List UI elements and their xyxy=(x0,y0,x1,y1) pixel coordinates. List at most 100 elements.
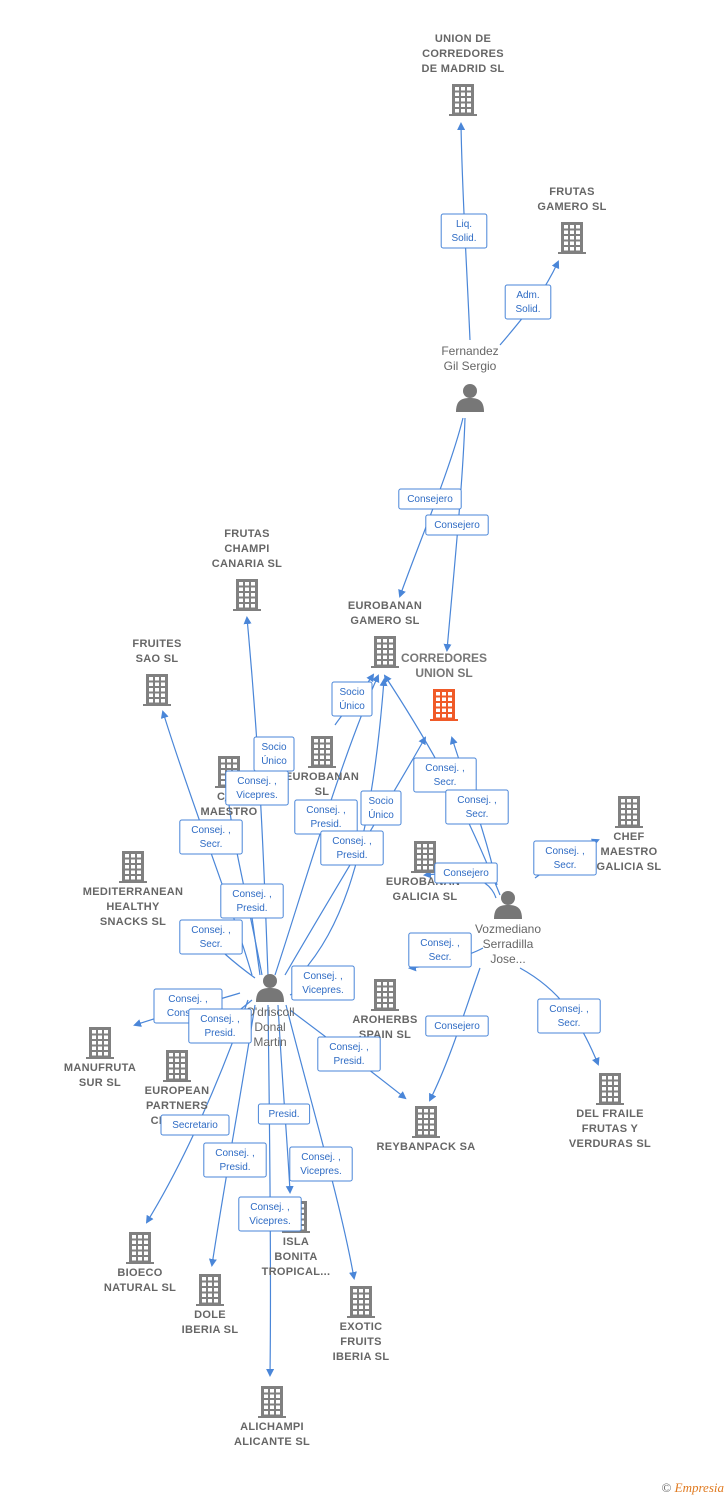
relation-label-text: Consej. , xyxy=(303,971,342,982)
building-window xyxy=(326,744,330,748)
building-window xyxy=(383,1004,387,1008)
building-window xyxy=(461,98,465,102)
building-window xyxy=(461,109,465,113)
node-label: MANUFRUTA xyxy=(64,1062,136,1074)
building-window xyxy=(423,855,427,859)
relation-label[interactable]: Adm.Solid. xyxy=(504,284,552,320)
relation-label[interactable]: Consejero xyxy=(434,862,498,884)
relation-label-text: Consejero xyxy=(434,1021,480,1032)
person-body xyxy=(456,398,484,412)
building-window xyxy=(383,661,387,665)
relation-label[interactable]: Consej. , Presid. xyxy=(203,1142,267,1178)
building-window xyxy=(614,1087,618,1091)
relation-label[interactable]: Consej. ,Presid. xyxy=(294,799,358,835)
building-window xyxy=(314,750,318,754)
building-window xyxy=(214,1282,218,1286)
building-window xyxy=(239,593,243,597)
relation-label[interactable]: Consejero xyxy=(425,514,489,536)
building-window xyxy=(251,582,255,586)
relation-label[interactable]: Consej. ,Secr. xyxy=(445,789,509,825)
relation-label[interactable]: Consej. ,Vicepres. xyxy=(238,1196,302,1232)
building-icon xyxy=(196,1274,224,1306)
building-window xyxy=(132,1235,136,1239)
company-node[interactable]: EUROBANAN-GALICIA SL xyxy=(386,841,464,903)
relation-label[interactable]: Consej. ,Secr. xyxy=(533,840,597,876)
building-icon xyxy=(371,979,399,1011)
building-window xyxy=(424,1120,428,1124)
building-base xyxy=(163,1080,191,1082)
building-base xyxy=(126,1262,154,1264)
person-node[interactable]: VozmedianoSerradillaJose... xyxy=(475,891,541,966)
relation-label[interactable]: Consej. ,Secr. xyxy=(179,919,243,955)
building-window xyxy=(175,1064,179,1068)
building-window xyxy=(448,692,452,696)
relation-label[interactable]: Consej. ,Secr. xyxy=(413,757,477,793)
building-window xyxy=(276,1411,280,1415)
relation-label[interactable]: Consej. ,Secr. xyxy=(179,819,243,855)
building-window xyxy=(138,1251,142,1255)
building-window xyxy=(276,1394,280,1398)
relation-label[interactable]: Consej. ,Presid. xyxy=(317,1036,381,1072)
relation-label-text: Presid. xyxy=(219,1162,250,1173)
relation-label[interactable]: Consej. ,Presid. xyxy=(320,830,384,866)
building-window xyxy=(320,761,324,765)
relation-label-box xyxy=(317,1036,381,1072)
relation-edge xyxy=(266,1004,275,1377)
building-window xyxy=(608,1092,612,1096)
building-window xyxy=(423,844,427,848)
node-label: ALICHAMPI xyxy=(240,1421,304,1433)
node-label: MEDITERRANEAN xyxy=(83,886,183,898)
building-window xyxy=(633,821,637,825)
building-window xyxy=(377,993,381,997)
relation-label[interactable]: Consej. ,Secr. xyxy=(537,998,601,1034)
building-window xyxy=(270,1389,274,1393)
building-icon xyxy=(615,796,643,828)
building-window xyxy=(377,998,381,1002)
relation-label[interactable]: Consej. ,Vicepres. xyxy=(225,770,289,806)
building-icon xyxy=(347,1286,375,1318)
relation-label[interactable]: Secretario xyxy=(160,1114,230,1136)
building-window xyxy=(448,697,452,701)
building-window xyxy=(377,644,381,648)
relation-label[interactable]: Consej. ,Secr. xyxy=(408,932,472,968)
relation-label[interactable]: Consejero xyxy=(425,1015,489,1037)
relation-label[interactable]: Presid. xyxy=(257,1103,311,1125)
building-window xyxy=(169,1064,173,1068)
building-window xyxy=(383,639,387,643)
relation-label[interactable]: Consej. ,Presid. xyxy=(220,883,284,919)
building-window xyxy=(144,1257,148,1261)
relation-label-text: Consej. , xyxy=(215,1148,254,1159)
relation-label[interactable]: Consej. ,Vicepres. xyxy=(289,1146,353,1182)
building-window xyxy=(442,703,446,707)
relation-label-box xyxy=(320,830,384,866)
building-window xyxy=(359,1300,363,1304)
relation-label[interactable]: Consejero xyxy=(398,488,462,510)
building-base xyxy=(430,719,458,721)
building-base xyxy=(282,1231,310,1233)
relation-label[interactable]: Liq.Solid. xyxy=(440,213,488,249)
relation-label[interactable]: Consej. ,Vicepres. xyxy=(291,965,355,1001)
relation-label[interactable]: Consej. ,Presid. xyxy=(188,1008,252,1044)
company-node[interactable]: REYBANPACK SA xyxy=(376,1106,475,1153)
